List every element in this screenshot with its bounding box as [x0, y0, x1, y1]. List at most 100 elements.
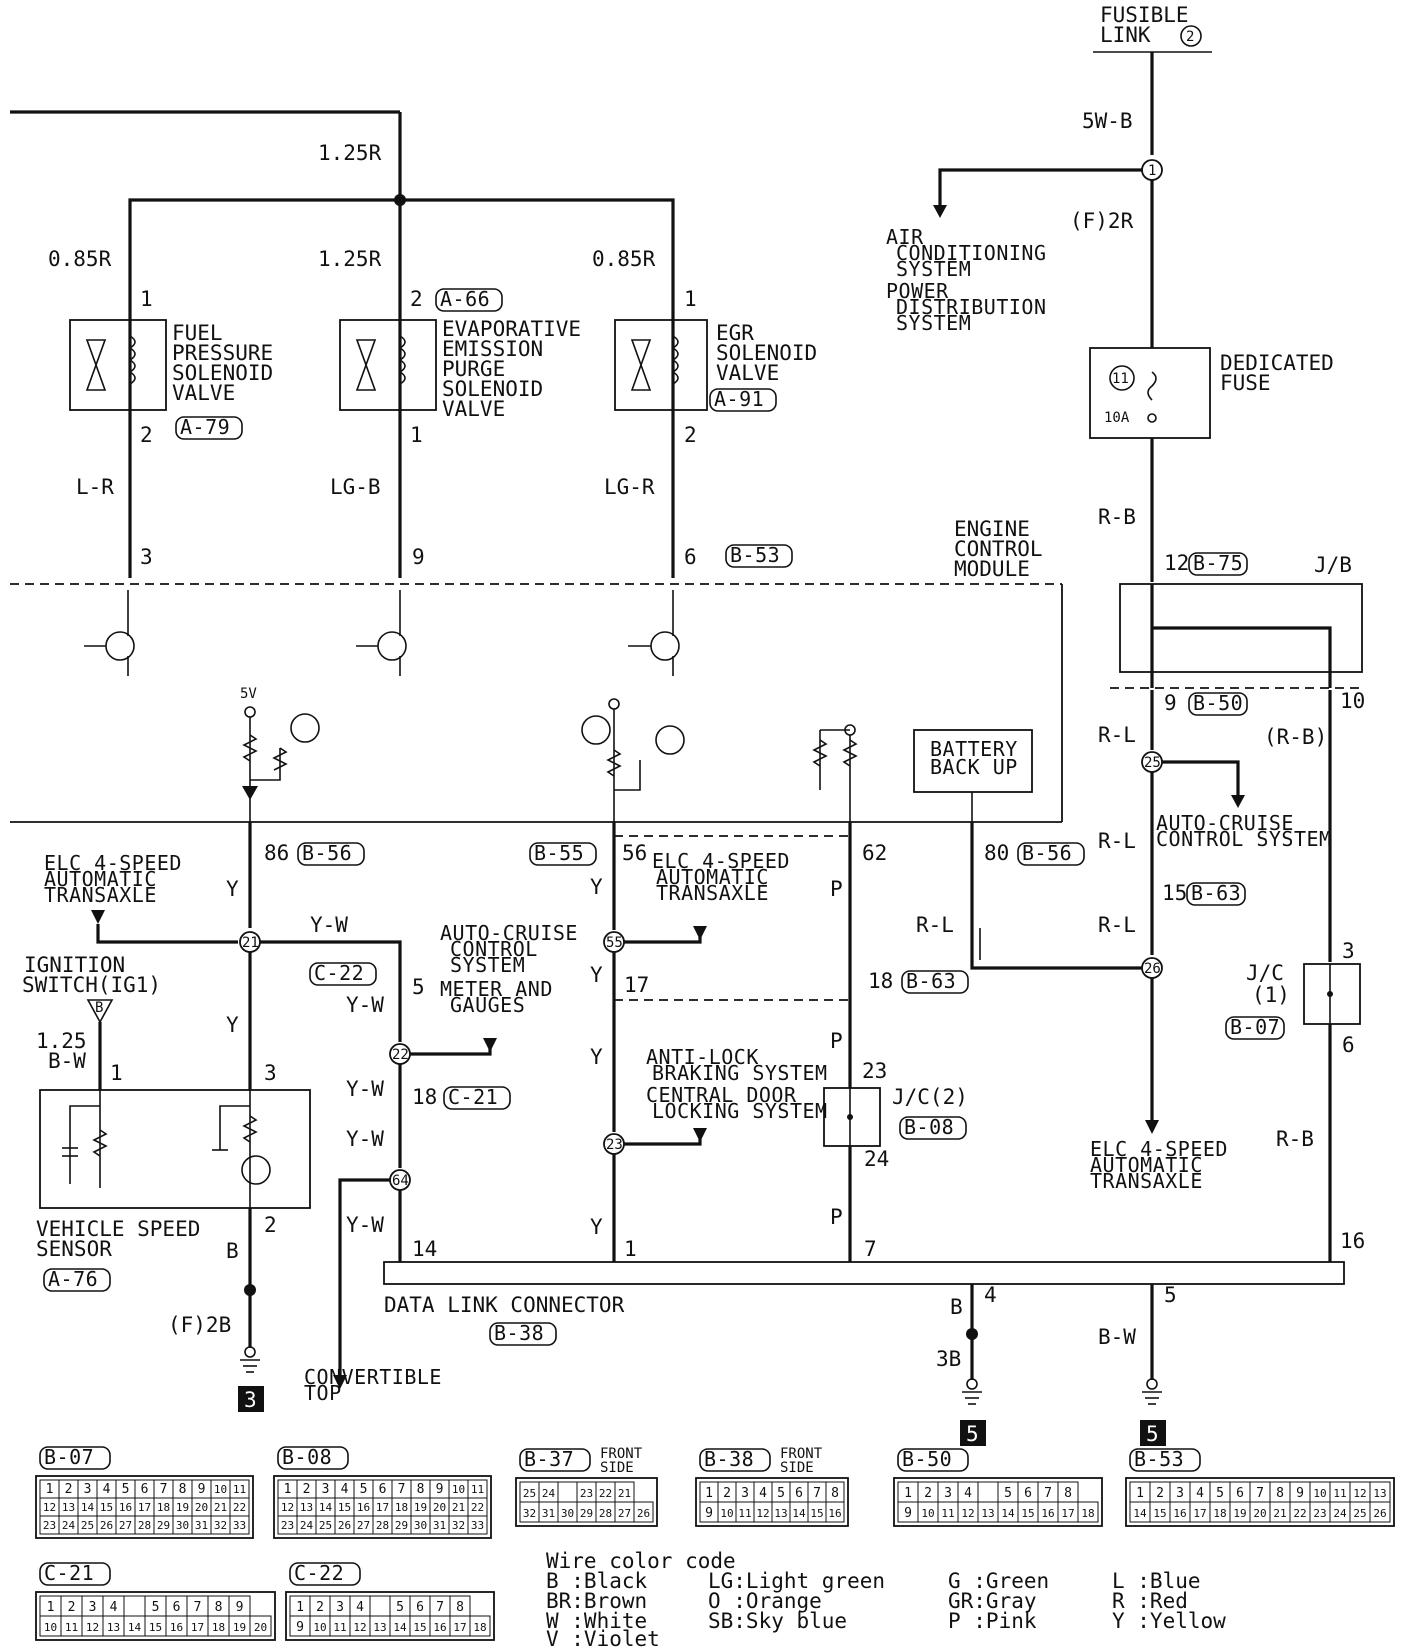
connector-pin-number: 32: [523, 1507, 536, 1520]
connector-pin-number: 13: [373, 1621, 386, 1634]
note-acc-r-1: AUTO-CRUISE: [1156, 811, 1294, 835]
connector-pin-number: 25: [523, 1487, 536, 1500]
note-abs-1: ANTI-LOCK: [646, 1045, 759, 1069]
connector-pin-number: 15: [149, 1621, 162, 1634]
wire-label-y-4: Y: [590, 963, 603, 987]
connector-cavity: [229, 1515, 250, 1535]
connector-pin-number: 17: [138, 1501, 151, 1514]
ecm-name-2: CONTROL: [954, 537, 1043, 561]
conn-ref-b56b: B-56: [1022, 841, 1072, 865]
connector-view-frame: [35, 1591, 276, 1641]
fuel-pressure-solenoid-valve: 1 2 FUEL PRESSURE SOLENOID VALVE A-79: [69, 287, 273, 447]
connector-pin-number: 2: [1156, 1486, 1164, 1501]
connector-view-label: B-08: [282, 1445, 332, 1469]
wire-label-125r-b: 1.25R: [318, 247, 382, 271]
evap-name-1: EVAPORATIVE: [442, 317, 581, 341]
connector-pin-number: 28: [599, 1507, 612, 1520]
connector-view-frame: [893, 1477, 1103, 1527]
note-elc-mid: ELC 4-SPEED AUTOMATIC TRANSAXLE: [652, 849, 789, 905]
pin-5: 5: [412, 975, 425, 999]
connector-pin-number: 31: [542, 1507, 555, 1520]
splice-23-label: 23: [606, 1137, 623, 1153]
evap-name-4: SOLENOID: [442, 377, 543, 401]
splice-26-label: 26: [1144, 961, 1161, 977]
ecm-name-3: MODULE: [954, 557, 1030, 581]
conn-ref-b50: B-50: [1193, 691, 1243, 715]
note-acc-m-1: AUTO-CRUISE: [440, 921, 578, 945]
connector-cavity: [123, 1595, 146, 1617]
connector-pin-number: 16: [1173, 1507, 1186, 1520]
connector-pin-number: 20: [433, 1501, 446, 1514]
connector-pin-number: 4: [759, 1486, 767, 1501]
connector-view-label: B-37: [524, 1447, 574, 1471]
note-elc-l-1: ELC 4-SPEED: [44, 851, 182, 875]
pin-egr2: 2: [684, 423, 697, 447]
connector-pin-number: 15: [338, 1501, 351, 1514]
connector-pin-number: 15: [100, 1501, 113, 1514]
connector-pin-number: 5: [777, 1486, 785, 1501]
conn-ref-b07: B-07: [1230, 1015, 1280, 1039]
note-elc-left: ELC 4-SPEED AUTOMATIC TRANSAXLE: [44, 851, 182, 907]
jb-label: J/B: [1314, 553, 1352, 577]
connector-cavity: [977, 1481, 999, 1503]
pin-15: 15: [1162, 881, 1187, 905]
note-elc-m-2: AUTOMATIC: [656, 865, 769, 889]
connector-pin-number: 8: [456, 1600, 464, 1615]
note-conv-1: CONVERTIBLE: [304, 1365, 442, 1389]
wire-label-rl-1: R-L: [1098, 723, 1136, 747]
connector-pin-number: 5: [1004, 1486, 1012, 1501]
five-v-label: 5V: [240, 686, 257, 702]
fuel-name-2: PRESSURE: [172, 341, 273, 365]
jc2-box: [823, 1087, 881, 1147]
connector-pin-number: 9: [198, 1482, 206, 1497]
pin-ign1: 1: [110, 1061, 123, 1085]
connector-pin-number: 5: [360, 1482, 368, 1497]
note-abs-2: BRAKING SYSTEM: [652, 1061, 828, 1085]
pin-4: 4: [984, 1283, 997, 1307]
connector-pin-number: 18: [212, 1621, 225, 1634]
connector-pin-number: 7: [194, 1600, 202, 1615]
note-ac-pd: AIR CONDITIONING SYSTEM POWER DISTRIBUTI…: [886, 225, 1046, 335]
connector-pin-number: 14: [81, 1501, 95, 1514]
connector-pin-number: 27: [357, 1519, 370, 1532]
connector-view-frame: [273, 1475, 492, 1539]
connector-view-label: B-53: [1134, 1447, 1184, 1471]
wcc-col3-0: G :Green: [948, 1569, 1049, 1593]
fusible-link-line2: LINK: [1100, 23, 1151, 47]
note-pd-3: SYSTEM: [896, 311, 971, 335]
conn-ref-a66: A-66: [440, 287, 490, 311]
battery-backup-box: [913, 729, 1033, 793]
connector-pin-number: 17: [453, 1621, 466, 1634]
connector-pin-number: 33: [471, 1519, 484, 1532]
splice-22-label: 22: [392, 1047, 409, 1063]
connector-pin-number: 28: [376, 1519, 389, 1532]
ecm-right-circuit: [812, 724, 858, 822]
connector-pin-number: 19: [414, 1501, 427, 1514]
connector-pin-number: 13: [1373, 1487, 1386, 1500]
vss-input-circuit: 5V: [240, 686, 320, 822]
pin-5b: 5: [1164, 1283, 1177, 1307]
connector-pin-number: 32: [452, 1519, 465, 1532]
connector-pin-number: 7: [436, 1600, 444, 1615]
fuse-icon: [1147, 371, 1157, 401]
connector-pin-number: 22: [471, 1501, 484, 1514]
solenoid-coil-icon: [398, 335, 406, 385]
transistor-icon: [581, 715, 611, 745]
pin-6: 6: [684, 545, 697, 569]
connector-pin-number: 6: [141, 1482, 149, 1497]
transistor-icon: [655, 725, 685, 755]
fusible-link-line1: FUSIBLE: [1100, 3, 1189, 27]
connector-pin-number: 16: [170, 1621, 183, 1634]
connector-pin-number: 24: [62, 1519, 76, 1532]
conn-ref-b63b: B-63: [906, 969, 956, 993]
connector-pin-number: 22: [1293, 1507, 1306, 1520]
ground-5a-label: 5: [966, 1422, 979, 1446]
wire-label-y-6: Y: [590, 1215, 603, 1239]
fuel-name-1: FUEL: [172, 321, 223, 345]
splice-1-label: 1: [1148, 163, 1156, 179]
pin-16: 16: [1340, 1229, 1365, 1253]
ecm-middle-circuit: [581, 698, 685, 822]
